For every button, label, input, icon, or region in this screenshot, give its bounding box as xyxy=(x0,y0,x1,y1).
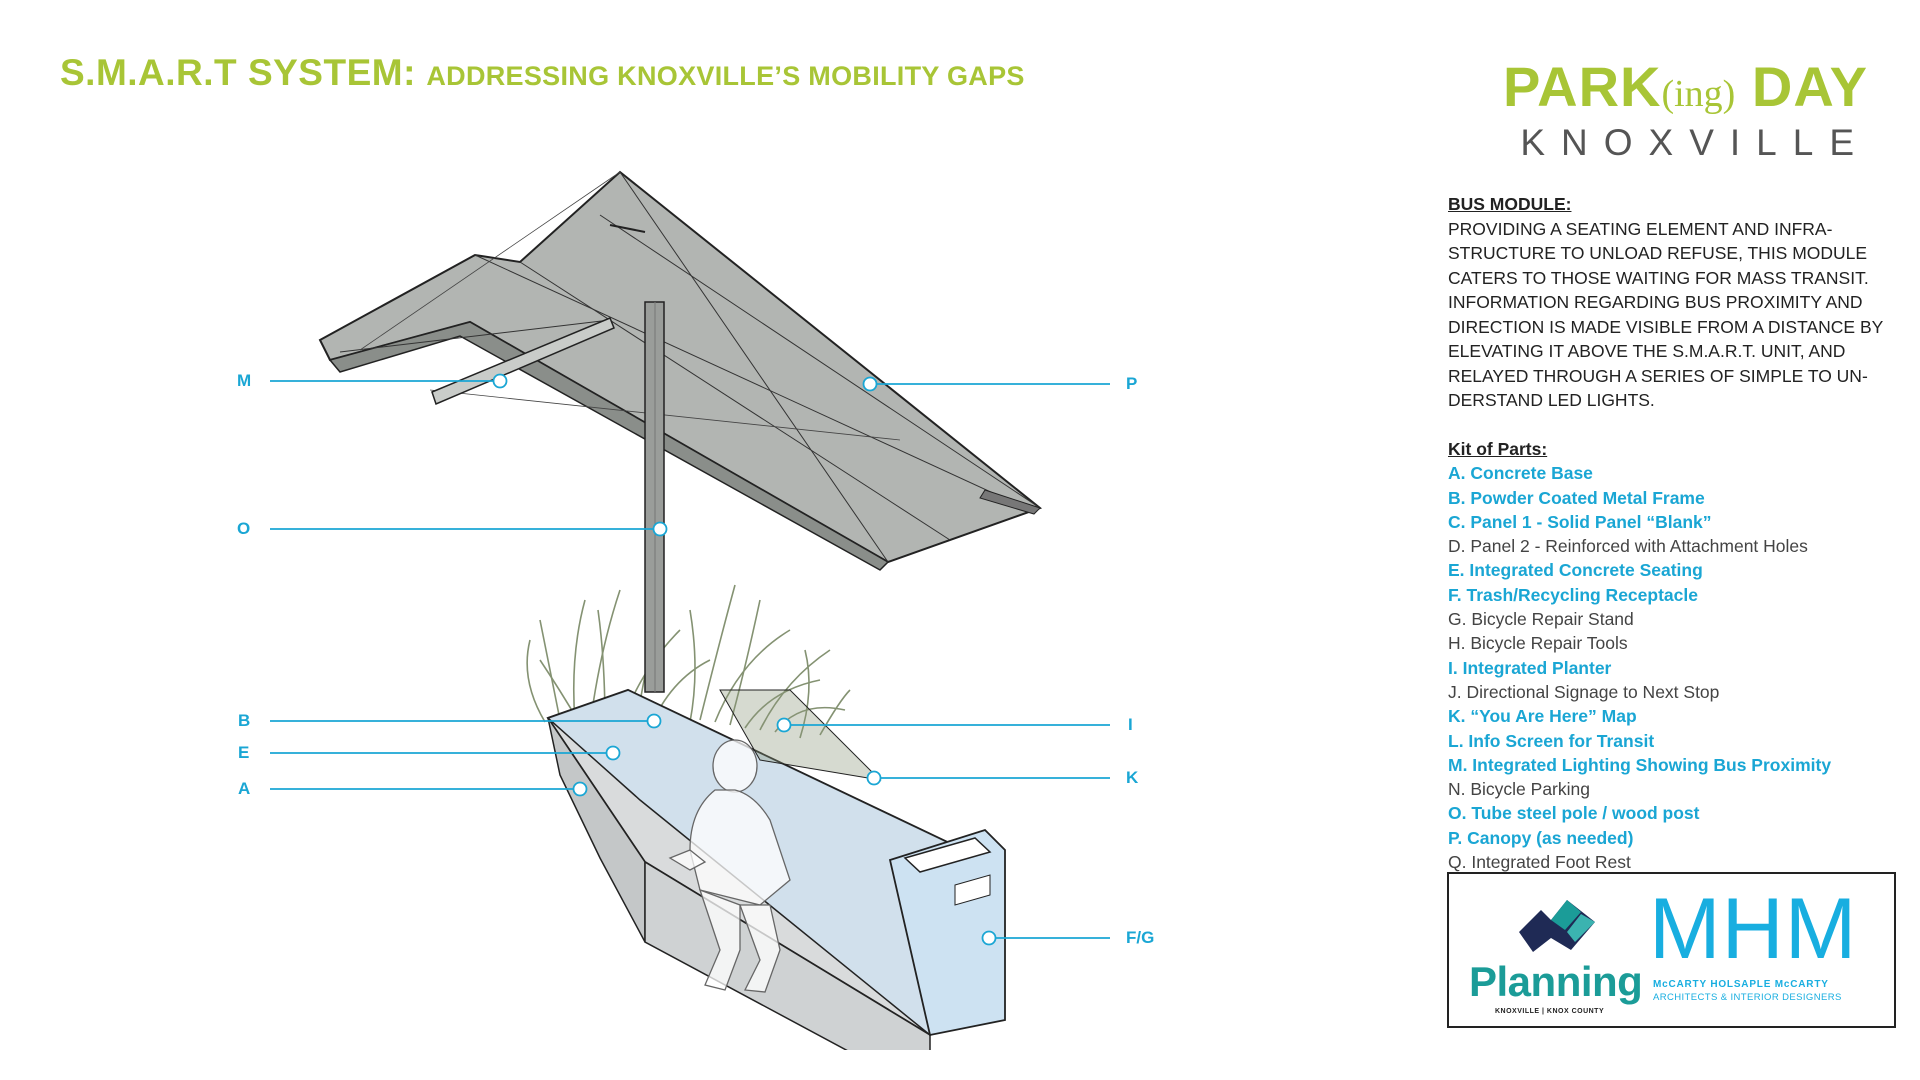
kit-item: M. Integrated Lighting Showing Bus Proxi… xyxy=(1448,754,1832,775)
kit-item: G. Bicycle Repair Stand xyxy=(1448,609,1634,630)
description-heading: BUS MODULE: xyxy=(1448,194,1572,214)
callout-leaders xyxy=(270,373,1110,946)
kit-item: F. Trash/Recycling Receptacle xyxy=(1448,584,1698,605)
callout-o: O xyxy=(237,519,251,538)
mhm-logo-sub2: ARCHITECTS & INTERIOR DESIGNERS xyxy=(1653,992,1842,1003)
planning-mark-icon xyxy=(1519,900,1595,952)
callout-fg: F/G xyxy=(1126,928,1155,947)
kit-heading: Kit of Parts: xyxy=(1448,439,1548,459)
logo-ing-text: (ing) xyxy=(1661,73,1736,115)
title-main: S.M.A.R.T SYSTEM: xyxy=(60,52,416,93)
callout-a: A xyxy=(238,779,251,798)
kit-item: P. Canopy (as needed) xyxy=(1448,827,1634,848)
page-title: S.M.A.R.T SYSTEM: ADDRESSING KNOXVILLE’S… xyxy=(60,52,1025,94)
kit-item: A. Concrete Base xyxy=(1448,463,1593,484)
kit-item: H. Bicycle Repair Tools xyxy=(1448,633,1628,654)
callout-p: P xyxy=(1126,374,1138,393)
pole xyxy=(644,301,665,693)
title-sub: ADDRESSING KNOXVILLE’S MOBILITY GAPS xyxy=(426,61,1025,91)
callout-i: I xyxy=(1128,715,1133,734)
mhm-logo-sub1: McCARTY HOLSAPLE McCARTY xyxy=(1653,979,1829,990)
logo-park-text: PARK xyxy=(1502,55,1662,118)
seated-person xyxy=(668,739,791,993)
bus-module-diagram xyxy=(270,170,1110,1050)
kit-item: C. Panel 1 - Solid Panel “Blank” xyxy=(1448,511,1712,532)
kit-item: B. Powder Coated Metal Frame xyxy=(1448,487,1705,508)
kit-item: L. Info Screen for Transit xyxy=(1448,730,1655,751)
mhm-logo-text: MHM xyxy=(1649,881,1858,977)
callout-m: M xyxy=(237,371,252,390)
kit-item: K. “You Are Here” Map xyxy=(1448,706,1637,727)
planning-logo-sub: KNOXVILLE | KNOX COUNTY xyxy=(1495,1008,1605,1015)
logo-city: KNOXVILLE xyxy=(1520,122,1870,163)
bus-module-description: BUS MODULE: PROVIDING A SEATING ELEMENT … xyxy=(1448,192,1898,413)
kit-item: D. Panel 2 - Reinforced with Attachment … xyxy=(1448,536,1808,557)
description-body: PROVIDING A SEATING ELEMENT AND INFRA-ST… xyxy=(1448,218,1883,411)
callout-k: K xyxy=(1126,768,1139,787)
callout-e: E xyxy=(238,743,250,762)
callout-b: B xyxy=(238,711,251,730)
kit-item: N. Bicycle Parking xyxy=(1448,779,1590,800)
kit-item: E. Integrated Concrete Seating xyxy=(1448,560,1703,581)
kit-item: Q. Integrated Foot Rest xyxy=(1448,852,1631,873)
logo-day-text: DAY xyxy=(1735,55,1868,118)
planning-logo-text: Planning xyxy=(1469,958,1643,1005)
kit-item: J. Directional Signage to Next Stop xyxy=(1448,681,1720,702)
kit-item: O. Tube steel pole / wood post xyxy=(1448,803,1700,824)
parking-day-logo: PARK(ing) DAY xyxy=(1503,54,1868,119)
sponsor-logos: Planning KNOXVILLE | KNOX COUNTY MHM McC… xyxy=(1447,872,1896,1028)
kit-item: I. Integrated Planter xyxy=(1448,657,1612,678)
canopy xyxy=(318,170,1043,571)
kit-of-parts: Kit of Parts: A. Concrete Base B. Powder… xyxy=(1448,437,1918,874)
